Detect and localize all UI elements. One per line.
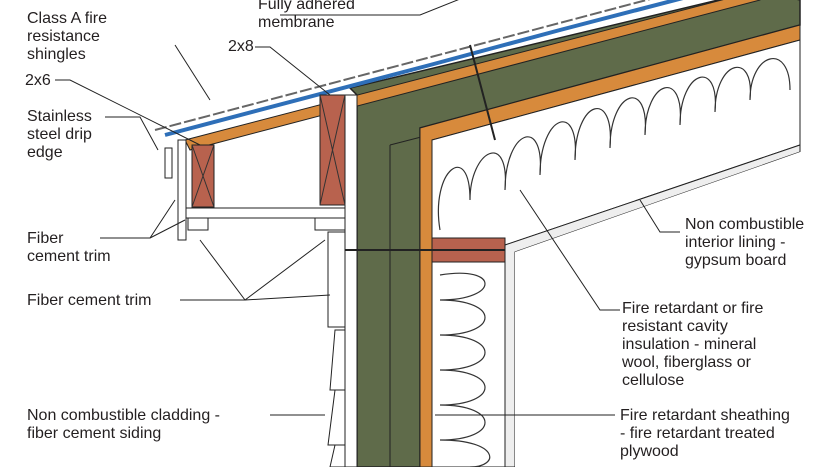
fascia-trim [177, 139, 187, 241]
label-membrane: Fully adhered membrane [258, 0, 355, 31]
label-2x6: 2x6 [25, 72, 51, 89]
label-fiber-trim-2: Fiber cement trim [27, 292, 152, 309]
label-fiber-trim-1: Fiber cement trim [27, 230, 111, 265]
label-2x8: 2x8 [228, 38, 254, 55]
label-cladding: Non combustible cladding - fiber cement … [27, 407, 220, 442]
wall-trim [327, 231, 346, 328]
membrane [164, 0, 684, 137]
label-interior-lining: Non combustible interior lining - gypsum… [685, 216, 805, 269]
soffit [184, 207, 346, 219]
label-shingles: Class A fire resistance shingles [27, 10, 108, 63]
fiber-cement-siding [327, 329, 346, 467]
label-sheathing: Fire retardant sheathing - fire retardan… [620, 407, 790, 460]
label-drip-edge: Stainless steel drip edge [27, 108, 92, 161]
roof-insulation-pattern [437, 58, 791, 231]
label-cavity-insulation: Fire retardant or fire resistant cavity … [622, 300, 764, 389]
